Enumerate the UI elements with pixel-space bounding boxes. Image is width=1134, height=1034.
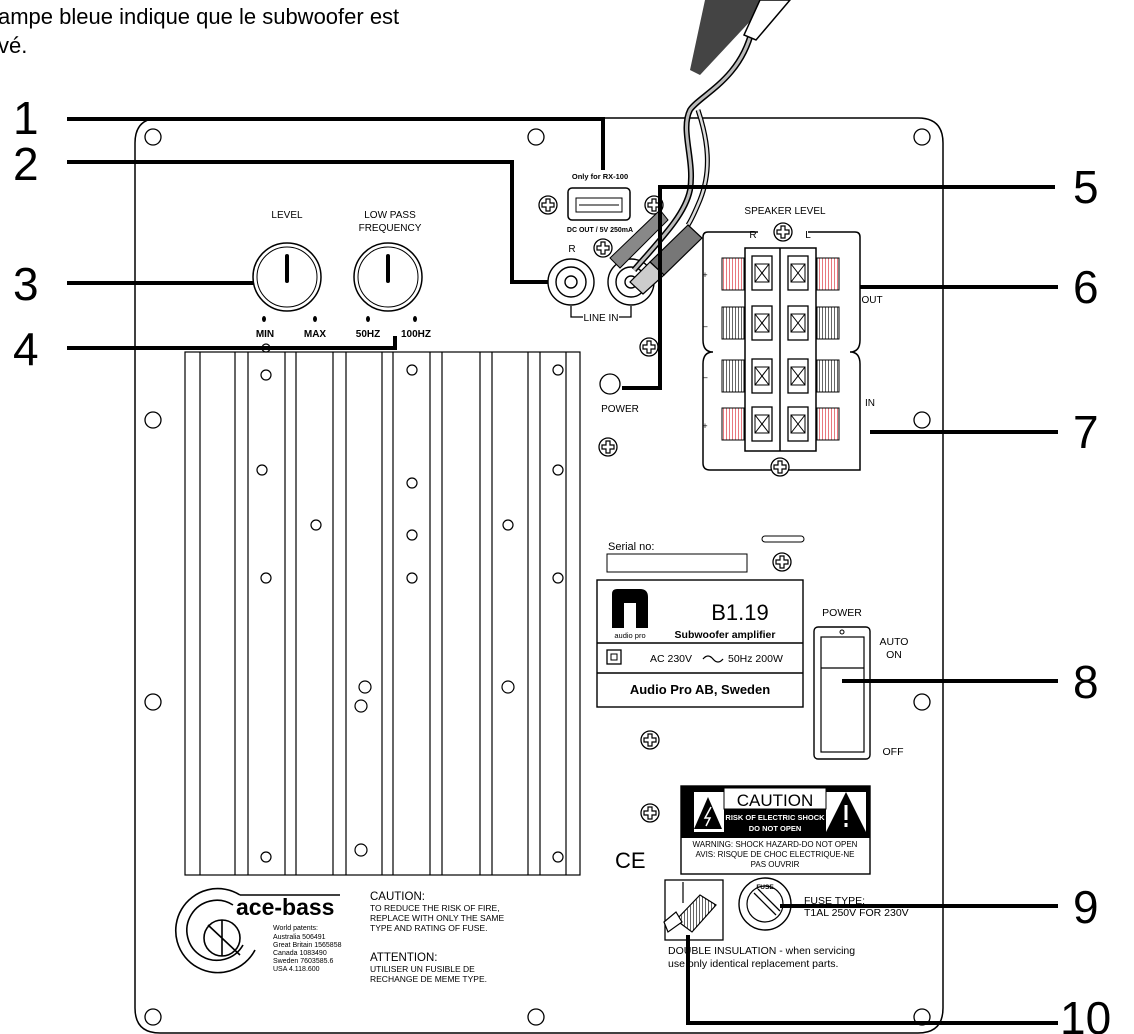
line-in-r-label: R	[568, 244, 575, 255]
level-knob[interactable]	[252, 242, 322, 312]
fire-caution-line-1: TO REDUCE THE RISK OF FIRE,	[370, 903, 500, 913]
callout-8: 8	[1073, 656, 1099, 708]
line-in-r-jack[interactable]	[547, 258, 595, 306]
in-minus-sign: –	[702, 372, 707, 382]
switch-on-label: ON	[886, 649, 902, 661]
callout-9: 9	[1073, 881, 1099, 933]
leader-lines	[67, 117, 1058, 1025]
fuse-label-2: T1AL 250V FOR 230V	[804, 907, 909, 919]
fire-caution-line-2: REPLACE WITH ONLY THE SAME	[370, 913, 504, 923]
fire-caution-line-3: TYPE AND RATING OF FUSE.	[370, 923, 487, 933]
intro-line-1: ampe bleue indique que le subwoofer est	[0, 4, 400, 29]
double-insulation-symbol	[606, 649, 622, 665]
intro-line-2: vé.	[0, 33, 28, 58]
level-label: LEVEL	[271, 210, 303, 221]
audio-pro-logo-mark	[612, 589, 648, 628]
power-led-label: POWER	[601, 404, 639, 415]
ac-wave-icon	[702, 655, 724, 663]
usb-top-label: Only for RX-100	[572, 172, 628, 181]
attention-line-1: UTILISER UN FUSIBLE DE	[370, 964, 475, 974]
heatsink	[184, 343, 581, 876]
insulation-line-1: DOUBLE INSULATION - when servicing	[668, 945, 855, 957]
mounting-holes	[144, 128, 931, 1026]
plate-company: Audio Pro AB, Sweden	[630, 682, 770, 697]
model-plate	[596, 579, 804, 708]
caution-warn3: PAS OUVRIR	[751, 860, 800, 869]
hz100-label: 100HZ	[401, 329, 431, 340]
serial-label: Serial no:	[608, 541, 654, 553]
plate-power-right: 50Hz 200W	[728, 653, 783, 665]
max-label: MAX	[304, 329, 327, 340]
plate-power-left: AC 230V	[650, 653, 692, 665]
ce-mark: CE	[615, 848, 646, 873]
ace-bass-logo: ace-bass	[236, 894, 334, 920]
callout-2: 2	[13, 138, 39, 190]
speaker-in-label: IN	[865, 398, 875, 409]
caution-box	[680, 785, 871, 875]
line-in-bracket	[570, 306, 632, 318]
callout-1: 1	[13, 92, 39, 144]
speaker-r-label: R	[749, 230, 756, 241]
fuse-holder[interactable]: FUSE	[738, 877, 792, 931]
plate-subtitle: Subwoofer amplifier	[675, 629, 776, 641]
out-minus-sign: –	[702, 321, 707, 331]
patent-2: Great Britain 1565858	[273, 942, 342, 949]
attention-line-2: RECHANGE DE MEME TYPE.	[370, 974, 487, 984]
patents-title: World patents:	[273, 925, 318, 932]
intro-text: ampe bleue indique que le subwoofer est …	[0, 2, 399, 60]
usb-port[interactable]	[567, 187, 631, 221]
caution-title: CAUTION	[737, 791, 814, 810]
insulation-line-2: use only identical replacement parts.	[668, 958, 838, 970]
speaker-l-label: L	[805, 230, 811, 241]
speaker-out-label: OUT	[861, 295, 882, 306]
callout-5: 5	[1073, 161, 1099, 213]
ace-bass-logo-icon	[174, 887, 340, 974]
power-switch-title: POWER	[822, 607, 862, 619]
callout-6: 6	[1073, 261, 1099, 313]
switch-auto-label: AUTO	[880, 636, 909, 648]
callout-4: 4	[13, 323, 39, 375]
caution-warn1: WARNING: SHOCK HAZARD-DO NOT OPEN	[693, 840, 858, 849]
low-pass-frequency-knob[interactable]	[353, 242, 423, 312]
usb-bottom-label: DC OUT / 5V 250mA	[567, 227, 633, 234]
low-pass-label-line1: LOW PASS	[364, 210, 416, 221]
caution-line2: DO NOT OPEN	[749, 824, 802, 833]
in-plus-sign: +	[702, 421, 707, 431]
callout-10: 10	[1060, 992, 1111, 1034]
power-cord-inlet	[663, 879, 724, 941]
attention-title: ATTENTION:	[370, 952, 438, 964]
plate-brand-small: audio pro	[614, 631, 645, 640]
caution-line1: RISK OF ELECTRIC SHOCK	[725, 813, 825, 822]
fuse-icon-text: FUSE	[756, 884, 774, 891]
plate-model: B1.19	[711, 600, 769, 625]
rca-cable	[609, 0, 791, 295]
callout-7: 7	[1073, 406, 1099, 458]
power-led	[599, 373, 621, 395]
switch-off-label: OFF	[883, 746, 904, 758]
fire-caution-title: CAUTION:	[370, 891, 425, 903]
hz50-label: 50HZ	[356, 329, 380, 340]
low-pass-label-line2: FREQUENCY	[359, 223, 422, 234]
patent-5: USA 4.118.600	[273, 966, 320, 973]
knob-scale-dots	[262, 316, 417, 322]
power-switch[interactable]	[813, 626, 871, 760]
min-label: MIN	[256, 329, 274, 340]
slot	[761, 535, 805, 543]
callout-3: 3	[13, 258, 39, 310]
serial-box	[606, 553, 748, 573]
patent-4: Sweden 7603585.6	[273, 958, 333, 965]
line-in-label: LINE IN	[583, 313, 618, 324]
caution-warn2: AVIS: RISQUE DE CHOC ELECTRIQUE-NE	[696, 850, 855, 859]
patent-3: Canada 1083490	[273, 950, 327, 957]
speaker-level-title: SPEAKER LEVEL	[744, 206, 826, 217]
patent-1: Australia 506491	[273, 934, 326, 941]
out-plus-sign: +	[702, 270, 707, 280]
